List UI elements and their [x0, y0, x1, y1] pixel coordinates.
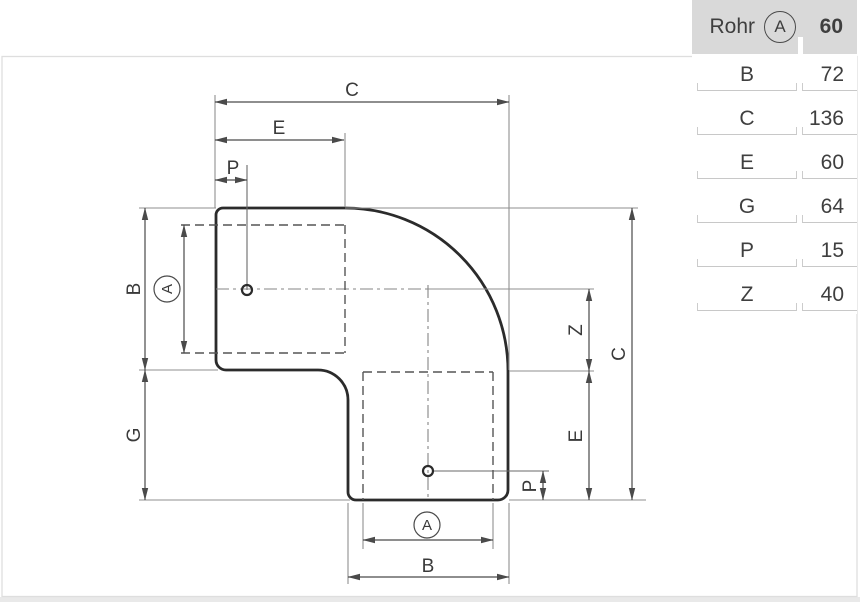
elbow-outline — [214, 206, 510, 502]
hole-bottom-leg — [421, 464, 435, 478]
row-value: 64 — [802, 192, 857, 223]
hole-top-leg — [240, 283, 254, 297]
circled-a-bottom — [413, 511, 441, 539]
row-value: 60 — [802, 148, 857, 179]
table-row: Z 40 — [692, 274, 857, 318]
dimension-lines — [141, 98, 636, 581]
row-label: E — [697, 148, 797, 179]
row-label: Z — [697, 280, 797, 311]
table-header-row: Rohr A 60 — [692, 0, 857, 54]
circled-a-symbol: A — [764, 11, 796, 43]
dim-label-e-top: E — [273, 118, 286, 139]
dim-label-g-left: G — [124, 428, 145, 443]
dim-label-c-right: C — [609, 347, 630, 361]
table-header-value: 60 — [819, 15, 843, 38]
dim-label-p-top: P — [227, 158, 240, 179]
socket-hidden-lines — [181, 224, 494, 500]
row-value: 72 — [802, 60, 857, 91]
row-label: B — [697, 60, 797, 91]
row-value: 40 — [802, 280, 857, 311]
circled-a-left — [153, 275, 181, 303]
dim-label-p-right: P — [520, 480, 541, 493]
dim-label-c-top: C — [345, 80, 359, 101]
table-row: E 60 — [692, 142, 857, 186]
circled-a-letter: A — [774, 17, 786, 36]
dim-label-a-bottom: A — [422, 517, 432, 534]
row-label: G — [697, 192, 797, 223]
dim-label-z-right: Z — [566, 324, 587, 336]
table-header-label: Rohr — [709, 15, 755, 38]
table-row: P 15 — [692, 230, 857, 274]
dim-label-b-bottom: B — [422, 556, 435, 577]
dimension-labels: C E P B G Z C E P B A A — [124, 80, 630, 577]
header-column-gap — [798, 37, 803, 54]
bottom-strip — [0, 597, 860, 602]
row-label: P — [697, 236, 797, 267]
row-value: 15 — [802, 236, 857, 267]
table-header-label-group: Rohr A — [709, 0, 796, 54]
dim-label-e-right: E — [566, 430, 587, 443]
table-row: B 72 — [692, 54, 857, 98]
dimension-table: Rohr A 60 B 72 C 136 E 60 G 64 P 15 Z 40 — [692, 0, 857, 314]
table-row: C 136 — [692, 98, 857, 142]
dim-label-b-left: B — [124, 283, 145, 296]
dim-label-a-left: A — [159, 284, 176, 294]
hole-markers — [240, 283, 435, 478]
row-label: C — [697, 104, 797, 135]
table-row: G 64 — [692, 186, 857, 230]
row-value: 136 — [802, 104, 857, 135]
